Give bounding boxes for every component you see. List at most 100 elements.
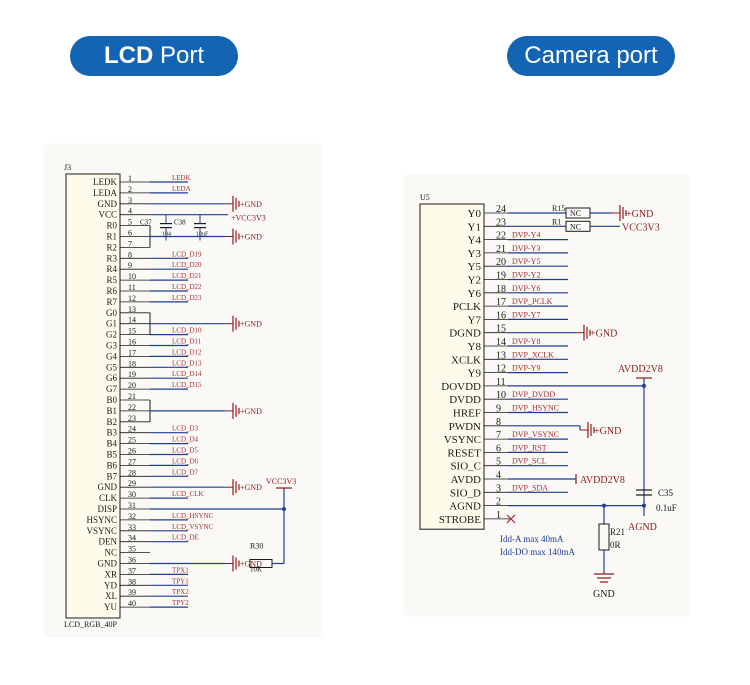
lcd-pin-number: 38 — [128, 577, 136, 586]
lcd-net-label: LCD_D20 — [172, 261, 202, 269]
camera-pin-name: STROBE — [439, 514, 481, 526]
lcd-net-label: LCD_D11 — [172, 338, 202, 346]
lcd-net-label: LCD_D13 — [172, 359, 202, 367]
camera-pin-number: 20 — [496, 257, 506, 268]
lcd-net-label: LCD_D21 — [172, 272, 202, 280]
lcd-cap-label: C38 — [174, 219, 186, 227]
camera-pin-name: SIO_D — [450, 487, 481, 499]
lcd-pin-number: 6 — [128, 229, 132, 238]
lcd-pin-name: B3 — [106, 428, 117, 438]
camera-vcc-label: VCC3V3 — [622, 222, 660, 233]
lcd-pin-number: 15 — [128, 327, 136, 336]
lcd-net-label: LCD_D14 — [172, 370, 202, 378]
lcd-pin-number: 8 — [128, 250, 132, 259]
lcd-pin-number: 26 — [128, 447, 136, 456]
camera-pin-number: 24 — [496, 204, 506, 215]
camera-pin-number: 15 — [496, 324, 506, 335]
camera-pin-number: 7 — [496, 430, 501, 441]
camera-pin-name: Y6 — [468, 288, 482, 300]
camera-pin-number: 8 — [496, 417, 501, 428]
lcd-pin-number: 32 — [128, 512, 136, 521]
lcd-pin-name: YD — [104, 580, 117, 590]
lcd-pin-number: 1 — [128, 174, 132, 183]
camera-net-label: DVP-Y2 — [512, 271, 540, 280]
lcd-net-label: LEDK — [172, 174, 191, 182]
camera-net-label: DVP-Y9 — [512, 364, 540, 373]
lcd-gnd-label: +GND — [240, 200, 262, 209]
camera-pin-name: AVDD — [451, 474, 481, 486]
lcd-pin-name: DISP — [97, 504, 117, 514]
lcd-pin-name: G4 — [106, 351, 117, 361]
lcd-pin-name: R1 — [106, 232, 117, 242]
lcd-net-label: LCD_HSYNC — [172, 512, 214, 520]
camera-pin-number: 10 — [496, 390, 506, 401]
lcd-pin-number: 3 — [128, 196, 132, 205]
camera-net-label: DVP_XCLK — [512, 350, 554, 359]
lcd-port-title: LCD Port — [70, 36, 238, 76]
lcd-pin-name: R3 — [106, 253, 117, 263]
lcd-pin-number: 14 — [128, 316, 136, 325]
camera-pin-name: Y1 — [468, 221, 481, 233]
lcd-gnd-label: +GND — [240, 407, 262, 416]
lcd-pin-name: B4 — [106, 439, 117, 449]
lcd-pin-name: B0 — [106, 395, 117, 405]
lcd-pin-number: 35 — [128, 545, 136, 554]
camera-pin-number: 22 — [496, 231, 506, 242]
lcd-net-label: LCD_D19 — [172, 250, 202, 258]
lcd-pin-name: VSYNC — [86, 526, 117, 536]
lcd-pin-name: R0 — [106, 221, 117, 231]
camera-gnd-label: +GND — [626, 209, 653, 220]
lcd-pin-number: 27 — [128, 457, 136, 466]
camera-connector-body — [419, 203, 485, 530]
lcd-pin-name: G3 — [106, 341, 117, 351]
lcd-pin-number: 10 — [128, 272, 136, 281]
lcd-pin-name: G2 — [106, 330, 117, 340]
camera-pin-number: 23 — [496, 217, 506, 228]
lcd-pin-number: 9 — [128, 261, 132, 270]
lcd-pin-number: 25 — [128, 436, 136, 445]
camera-pin-name: Y0 — [468, 208, 482, 220]
camera-nc-label: NC — [570, 209, 581, 218]
lcd-r30-value: 10K — [250, 566, 262, 574]
lcd-pin-number: 17 — [128, 348, 136, 357]
camera-pin-number: 2 — [496, 497, 501, 508]
lcd-designator: J3 — [64, 163, 71, 172]
camera-pin-name: VSYNC — [444, 434, 481, 446]
lcd-net-label: LCD_D5 — [172, 447, 199, 455]
camera-c35-label: C35 — [658, 488, 674, 498]
lcd-net-label: LCD_D15 — [172, 381, 202, 389]
camera-pin-number: 3 — [496, 483, 501, 494]
camera-port-title: Camera port — [507, 36, 675, 76]
camera-note-idd-a: Idd-A max 40mA — [500, 534, 564, 544]
camera-pin-name: Y5 — [468, 261, 482, 273]
lcd-pin-name: B2 — [106, 417, 117, 427]
lcd-net-label: LCD_D4 — [172, 436, 199, 444]
lcd-pin-name: R6 — [106, 286, 117, 296]
lcd-gnd-label: +GND — [240, 560, 262, 569]
camera-r21-value: 0R — [610, 540, 621, 550]
camera-pin-name: RESET — [447, 447, 481, 459]
lcd-vcc-right-label: VCC3V3 — [266, 477, 296, 486]
lcd-net-label: LCD_VSYNC — [172, 523, 214, 531]
camera-designator: U5 — [420, 193, 430, 202]
camera-pin-number: 5 — [496, 457, 501, 468]
lcd-pin-name: B5 — [106, 450, 117, 460]
camera-pin-number: 6 — [496, 443, 501, 454]
camera-pin-number: 4 — [496, 470, 501, 481]
camera-pin-number: 21 — [496, 244, 506, 255]
lcd-pin-number: 20 — [128, 381, 136, 390]
lcd-pin-name: GND — [98, 482, 118, 492]
lcd-pin-name: G6 — [106, 373, 117, 383]
camera-net-label: DVP-Y7 — [512, 310, 540, 319]
lcd-pin-name: G0 — [106, 308, 117, 318]
lcd-pin-name: G5 — [106, 362, 117, 372]
lcd-pin-number: 13 — [128, 305, 136, 314]
camera-net-label: DVP_RST — [512, 443, 547, 452]
lcd-pin-name: R7 — [106, 297, 117, 307]
lcd-pin-number: 31 — [128, 501, 136, 510]
camera-net-label: DVP_VSYNC — [512, 430, 559, 439]
lcd-net-label: LCD_D7 — [172, 468, 199, 476]
camera-r21-label: R21 — [610, 527, 625, 537]
camera-dovdd-junction — [642, 383, 646, 388]
camera-net-label: DVP-Y4 — [512, 231, 540, 240]
